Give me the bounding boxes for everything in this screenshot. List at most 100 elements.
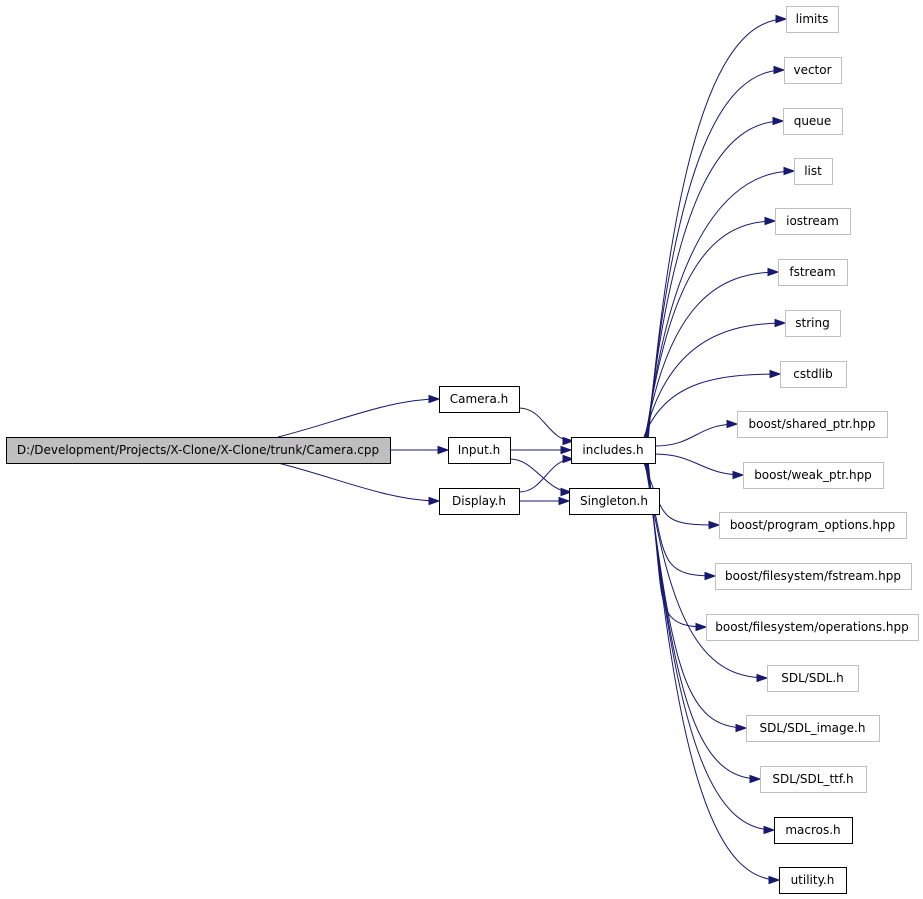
node-label: queue [794, 114, 832, 128]
node-label: boost/filesystem/operations.hpp [715, 620, 909, 634]
arrowhead [560, 487, 573, 497]
node-box [6, 437, 391, 464]
node-label: string [795, 316, 829, 330]
node-box [760, 766, 867, 793]
arrowhead [428, 394, 441, 404]
node-box [794, 158, 833, 185]
node-boost-weak-ptr[interactable]: boost/weak_ptr.hpp [743, 462, 884, 489]
node-label: limits [796, 12, 829, 26]
arrowhead [560, 445, 573, 455]
node-sdl-image-h[interactable]: SDL/SDL_image.h [746, 715, 880, 742]
node-box [743, 462, 884, 489]
node-box [569, 488, 660, 515]
arrowhead [708, 520, 721, 530]
node-box [448, 437, 511, 464]
node-cstdlib[interactable]: cstdlib [780, 361, 847, 388]
node-box [783, 108, 843, 135]
node-includes-h[interactable]: includes.h [571, 437, 656, 464]
node-box [780, 361, 847, 388]
arrowhead [558, 496, 571, 506]
node-label: D:/Development/Projects/X-Clone/X-Clone/… [17, 443, 379, 457]
node-label: Display.h [452, 494, 506, 508]
node-label: fstream [789, 265, 835, 279]
node-box [439, 488, 520, 515]
node-boost-fs-fstream[interactable]: boost/filesystem/fstream.hpp [715, 563, 912, 590]
node-singleton-h[interactable]: Singleton.h [569, 488, 660, 515]
node-boost-program-options[interactable]: boost/program_options.hpp [719, 512, 907, 539]
edge-includes-h-to-cstdlib [643, 373, 781, 438]
node-label: list [804, 164, 822, 178]
node-box [706, 614, 919, 641]
node-label: SDL/SDL.h [781, 671, 844, 685]
node-label: Singleton.h [580, 494, 648, 508]
node-label: Input.h [458, 443, 501, 457]
arrowhead [695, 622, 708, 632]
node-box [719, 512, 907, 539]
node-sdl-h[interactable]: SDL/SDL.h [767, 665, 859, 692]
node-label: iostream [786, 214, 839, 228]
node-label: boost/shared_ptr.hpp [749, 417, 876, 431]
node-string[interactable]: string [785, 310, 841, 337]
arrowhead [437, 445, 450, 455]
node-limits[interactable]: limits [786, 6, 839, 33]
node-label: SDL/SDL_image.h [760, 721, 866, 735]
arrowhead [774, 318, 787, 328]
node-boost-shared-ptr[interactable]: boost/shared_ptr.hpp [737, 411, 888, 438]
node-label: macros.h [785, 823, 840, 837]
arrowhead [562, 436, 575, 446]
node-box [715, 563, 912, 590]
node-box [767, 665, 859, 692]
arrowhead [763, 825, 776, 835]
arrowhead [773, 65, 786, 75]
node-input-h[interactable]: Input.h [448, 437, 511, 464]
node-box [737, 411, 888, 438]
edge-camera-cpp-to-camera-h [277, 398, 440, 438]
arrowhead [769, 369, 782, 379]
node-label: Camera.h [450, 392, 509, 406]
node-fstream[interactable]: fstream [778, 259, 848, 286]
node-box [746, 715, 880, 742]
edge-includes-h-to-iostream [645, 220, 776, 438]
edge-includes-h-to-utility-h [647, 462, 780, 881]
arrowhead [767, 267, 780, 277]
node-display-h[interactable]: Display.h [439, 488, 520, 515]
arrowhead [772, 116, 785, 126]
arrowhead [704, 571, 717, 581]
node-label: boost/filesystem/fstream.hpp [725, 569, 901, 583]
node-camera-cpp[interactable]: D:/Development/Projects/X-Clone/X-Clone/… [6, 437, 391, 464]
edge-includes-h-to-sdl-image-h [645, 462, 747, 729]
nodes-layer: D:/Development/Projects/X-Clone/X-Clone/… [6, 6, 919, 894]
arrowhead [732, 470, 745, 480]
node-box [439, 386, 520, 413]
edge-includes-h-to-list [645, 170, 795, 438]
node-label: utility.h [791, 873, 835, 887]
edge-includes-h-to-string [644, 322, 786, 438]
node-sdl-ttf-h[interactable]: SDL/SDL_ttf.h [760, 766, 867, 793]
node-camera-h[interactable]: Camera.h [439, 386, 520, 413]
node-label: boost/weak_ptr.hpp [754, 468, 872, 482]
node-iostream[interactable]: iostream [775, 208, 851, 235]
node-macros-h[interactable]: macros.h [774, 817, 853, 844]
edge-includes-h-to-vector [647, 69, 785, 438]
node-label: boost/program_options.hpp [730, 518, 895, 532]
node-label: cstdlib [793, 367, 832, 381]
node-utility-h[interactable]: utility.h [779, 867, 847, 894]
node-boost-fs-operations[interactable]: boost/filesystem/operations.hpp [706, 614, 919, 641]
node-queue[interactable]: queue [783, 108, 843, 135]
node-list[interactable]: list [794, 158, 833, 185]
edge-includes-h-to-boost-fs-operations [644, 462, 707, 628]
arrowhead [749, 774, 762, 784]
arrowhead [726, 419, 739, 429]
node-box [571, 437, 656, 464]
edge-includes-h-to-boost-shared-ptr [654, 423, 738, 447]
edge-includes-h-to-queue [646, 120, 784, 438]
edge-camera-cpp-to-display-h [277, 462, 440, 502]
arrowhead [562, 454, 575, 464]
node-box [785, 310, 841, 337]
node-vector[interactable]: vector [784, 57, 842, 84]
node-box [774, 817, 853, 844]
edge-includes-h-to-sdl-h [645, 462, 768, 679]
node-label: vector [793, 63, 831, 77]
arrowhead [783, 166, 796, 176]
